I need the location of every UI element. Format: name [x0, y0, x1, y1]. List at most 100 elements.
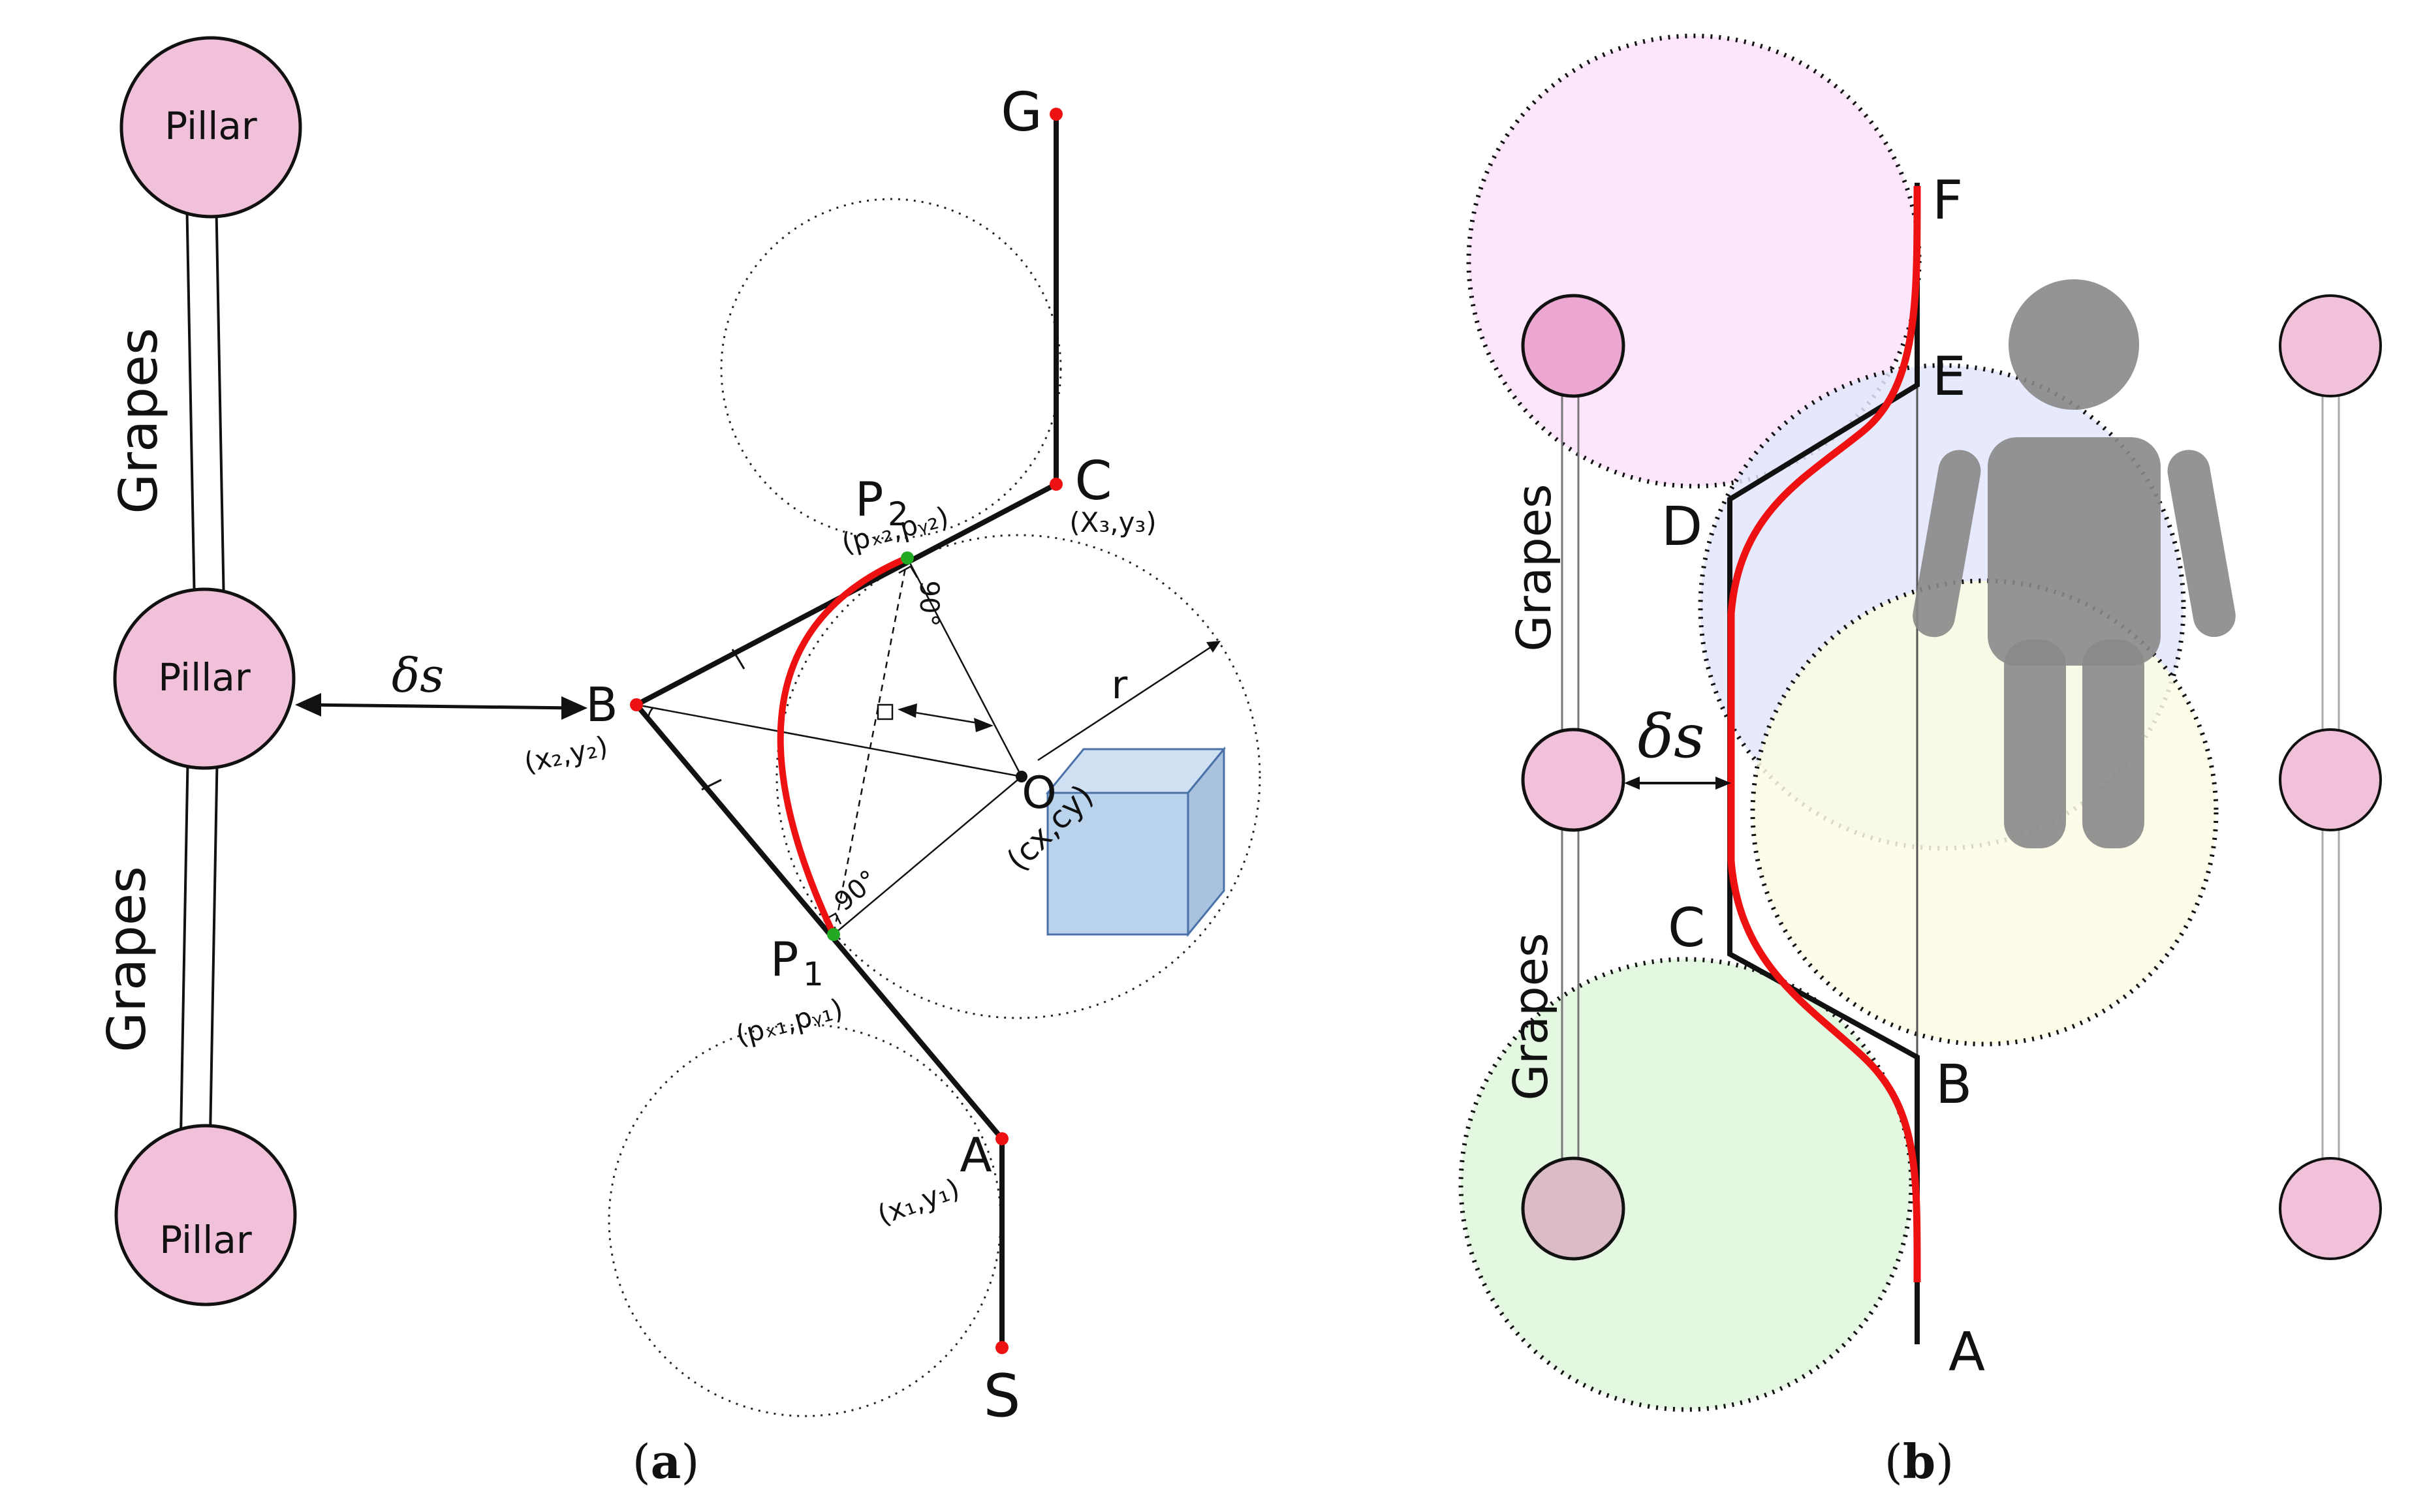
- caption-open: (: [633, 1434, 651, 1489]
- arrowhead: [898, 703, 917, 718]
- turn-arc: [777, 555, 909, 936]
- pillar-circle: [119, 36, 302, 219]
- label-c: C: [1668, 897, 1705, 959]
- caption-letter: b: [1903, 1434, 1935, 1489]
- arrowhead-left: [295, 693, 321, 717]
- tangent-point-p1: [827, 928, 840, 941]
- pillar-bottom: Pillar: [114, 1124, 297, 1306]
- panel-b: Grapes Grapes δs A B C D E F: [1458, 33, 2382, 1489]
- node-a: [995, 1132, 1009, 1145]
- grapes-label: Grapes: [108, 328, 169, 514]
- arrowhead: [974, 718, 994, 732]
- label-f: F: [1932, 170, 1963, 232]
- pillar-top: Pillar: [119, 36, 302, 219]
- caption-close: ): [1935, 1434, 1954, 1489]
- pillar-b-right-bottom: [2279, 1157, 2382, 1260]
- pillar-b-right-middle: [2279, 728, 2382, 831]
- person-leg-right: [2082, 640, 2144, 848]
- cube-front: [1046, 792, 1189, 936]
- caption-a: (a): [633, 1434, 700, 1489]
- radius-line: [1037, 641, 1218, 762]
- arrowhead-right: [1715, 777, 1731, 790]
- delta-s-arrow: δs: [295, 648, 587, 720]
- distance-marker: [907, 710, 986, 726]
- center-o: [1016, 771, 1027, 782]
- label-p1: P: [770, 932, 798, 987]
- grapes-label: Grapes: [97, 866, 157, 1053]
- line-p1-o: [833, 776, 1022, 935]
- caption-b: (b): [1885, 1434, 1954, 1489]
- pillar-circle: [114, 1124, 297, 1306]
- label-o: O: [1022, 767, 1057, 819]
- delta-s-arrow-b: δs: [1624, 702, 1731, 790]
- svg-text:(a): (a): [633, 1434, 700, 1489]
- node-g: [1050, 108, 1063, 121]
- coord-c: (X₃,y₃): [1069, 506, 1156, 538]
- person-arm-left: [1913, 450, 1981, 638]
- angle-p2: 90°: [914, 581, 944, 627]
- label-s: S: [983, 1362, 1020, 1430]
- right-angle-mark: [877, 703, 894, 720]
- label-r: r: [1112, 662, 1128, 708]
- svg-text:(b): (b): [1885, 1434, 1954, 1489]
- person-arm-right: [2167, 450, 2236, 638]
- label-d: D: [1661, 496, 1702, 558]
- vine-line: [214, 159, 227, 676]
- label-p2: P: [855, 472, 883, 527]
- clearance-circle: [720, 198, 1062, 540]
- right-angle-mark: [898, 565, 918, 578]
- grapes-label: Grapes: [1503, 933, 1558, 1100]
- coord-p1: (pₓ₁,pᵧ₁): [732, 993, 846, 1052]
- obstacle-cube: [1045, 746, 1227, 938]
- panel-a: Pillar Pillar Pillar Grapes Grapes δs: [97, 36, 1261, 1489]
- label-b: B: [586, 677, 618, 732]
- line-b-o: [636, 703, 1022, 778]
- pillar-middle: Pillar: [113, 587, 296, 770]
- clearance-circle: [608, 1023, 1002, 1417]
- person-icon: [1913, 279, 2236, 848]
- planned-path: [632, 114, 1059, 1348]
- pillar-circle: [113, 587, 296, 770]
- chord-p1-p2: [832, 557, 909, 935]
- pillar-b-left-top: [1521, 294, 1625, 398]
- turning-circle: [775, 534, 1261, 1019]
- delta-s-label: δs: [1638, 702, 1705, 771]
- arrowhead: [1206, 641, 1221, 653]
- label-p2-sub: 2: [888, 495, 909, 533]
- coord-b: (x₂,y₂): [522, 730, 611, 779]
- person-leg-left: [2004, 640, 2066, 848]
- node-b: [630, 698, 643, 711]
- caption-open: (: [1885, 1434, 1903, 1489]
- label-g: G: [1001, 82, 1042, 144]
- label-p1-sub: 1: [803, 955, 824, 993]
- arrowhead-left: [1624, 777, 1640, 790]
- caption-close: ): [681, 1434, 699, 1489]
- circle-bottom-a: [1458, 957, 1914, 1412]
- caption-letter: a: [651, 1434, 681, 1489]
- coord-a: (x₁,y₁): [873, 1172, 963, 1231]
- label-c: C: [1074, 450, 1112, 512]
- label-e: E: [1932, 346, 1966, 408]
- pillar-label: Pillar: [158, 655, 251, 700]
- person-head: [2009, 279, 2139, 410]
- person-torso: [1988, 437, 2161, 666]
- label-b: B: [1935, 1054, 1972, 1116]
- pillar-b-left-middle: [1521, 728, 1625, 832]
- node-s: [995, 1341, 1009, 1354]
- pillar-b-left-bottom: [1521, 1156, 1625, 1261]
- pillar-label: Pillar: [164, 104, 257, 148]
- label-a: A: [960, 1128, 992, 1182]
- delta-s-label: δs: [392, 648, 444, 703]
- angle-p1: 90°: [829, 865, 884, 918]
- pillar-label: Pillar: [159, 1218, 252, 1262]
- nodes-a: [630, 108, 1063, 1354]
- delta-s-line: [306, 703, 575, 710]
- line-p2-o: [906, 557, 1023, 777]
- construction-lines: [636, 557, 1221, 935]
- smoothed-path: [1727, 185, 1921, 1283]
- node-c: [1050, 478, 1063, 491]
- pillar-b-right-top: [2279, 294, 2382, 397]
- arrowhead-right: [561, 696, 587, 720]
- tangent-point-p2: [901, 551, 914, 564]
